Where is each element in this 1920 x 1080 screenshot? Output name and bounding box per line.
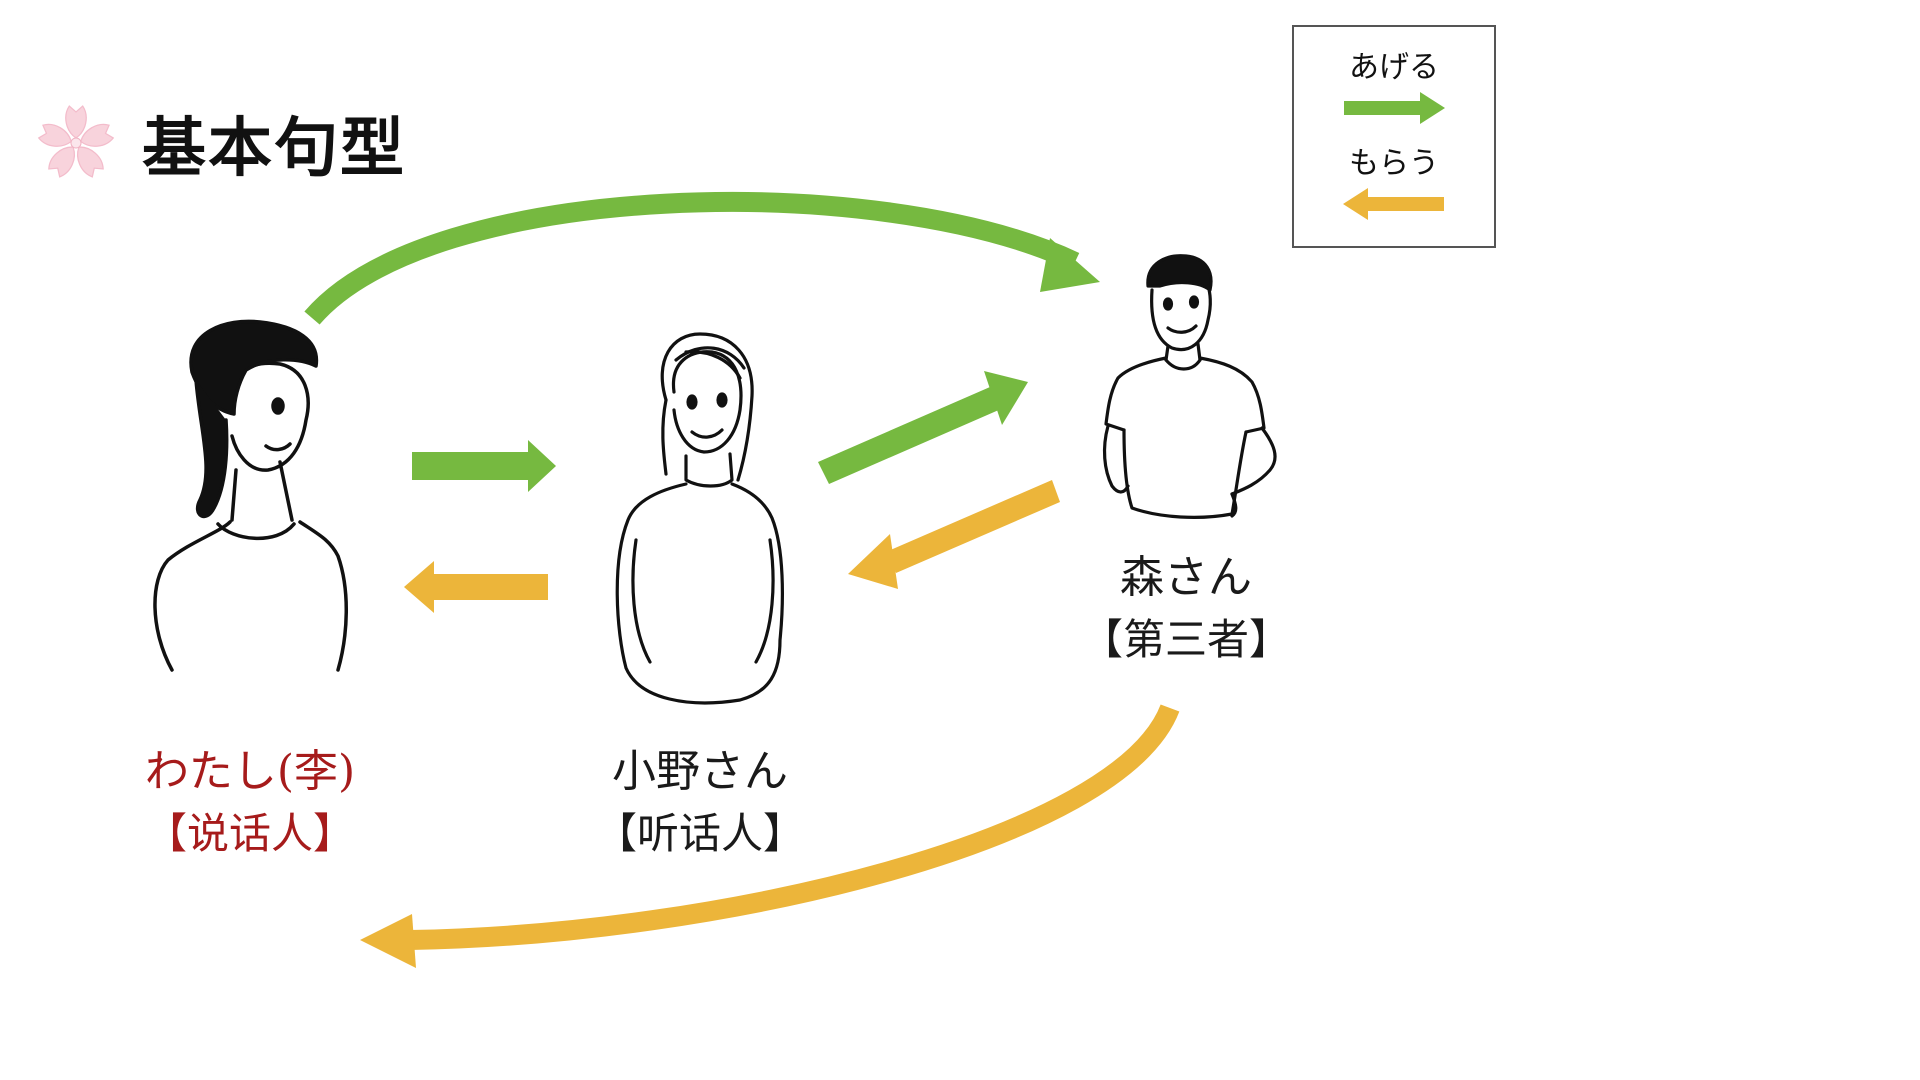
third-party-figure — [1102, 254, 1277, 519]
green-arrow-right-icon — [1344, 92, 1445, 124]
page-title: 基本句型 — [142, 112, 406, 186]
speaker-label: わたし(李) 【说话人】 — [130, 740, 370, 865]
speaker-name: わたし(李) — [144, 746, 356, 797]
legend-box: あげる もらう — [1292, 25, 1496, 248]
third-party-role: 【第三者】 — [1080, 614, 1291, 664]
listener-figure — [615, 332, 784, 705]
listener-name: 小野さん — [612, 746, 788, 797]
listener-role: 【听话人】 — [594, 808, 805, 858]
arrow-listener-to-speaker — [404, 561, 548, 613]
yellow-arrow-left-icon — [1343, 188, 1444, 220]
sakura-flower-icon — [37, 105, 115, 178]
arrow-listener-to-third — [818, 371, 1028, 484]
arrow-third-to-speaker — [360, 704, 1180, 968]
page-header: 基本句型 — [34, 98, 406, 188]
arrow-speaker-to-third — [304, 191, 1100, 325]
legend-item-give: あげる — [1294, 51, 1494, 125]
third-party-label: 森さん 【第三者】 — [1066, 546, 1306, 671]
legend-label-receive: もらう — [1349, 146, 1439, 181]
arrow-speaker-to-listener — [412, 440, 556, 492]
speaker-figure — [153, 319, 348, 672]
legend-item-receive: もらう — [1294, 147, 1494, 221]
listener-label: 小野さん 【听话人】 — [580, 740, 820, 865]
speaker-role: 【说话人】 — [144, 808, 355, 858]
arrow-third-to-listener — [848, 480, 1060, 589]
third-party-name: 森さん — [1120, 552, 1252, 603]
legend-label-give: あげる — [1349, 50, 1439, 85]
